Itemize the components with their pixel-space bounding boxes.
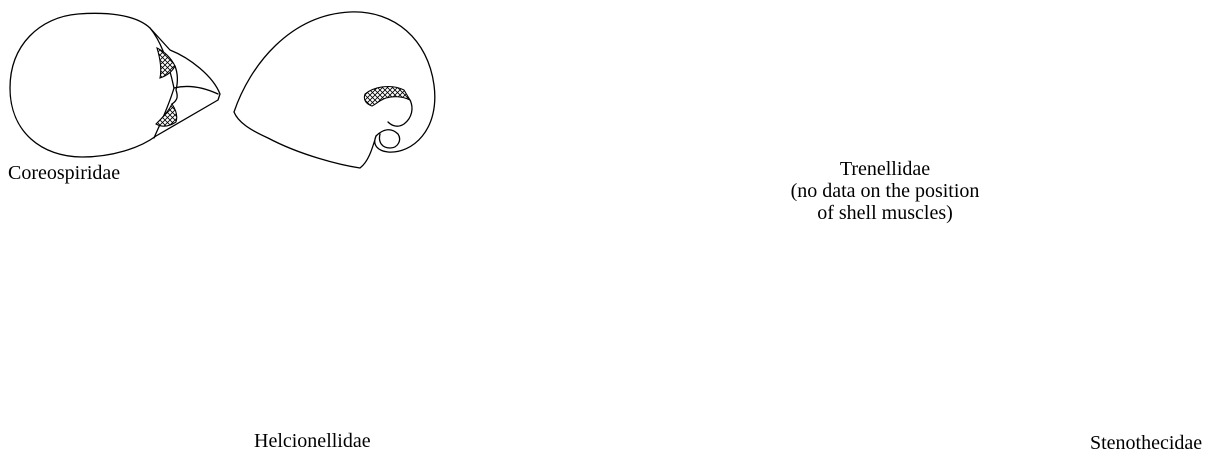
label-stenothecidae: Stenothecidae [1090, 432, 1202, 455]
label-coreospiridae: Coreospiridae [8, 162, 120, 185]
label-trenellidae: Trenellidae [750, 158, 1020, 181]
label-trenellidae-note-1: (no data on the position [750, 180, 1020, 203]
label-trenellidae-note-2: of shell muscles) [750, 202, 1020, 225]
label-helcionellidae: Helcionellidae [254, 430, 371, 453]
coreospiridae-dorsal-shell [10, 13, 220, 157]
coreospiridae-lateral-shell [234, 12, 435, 168]
